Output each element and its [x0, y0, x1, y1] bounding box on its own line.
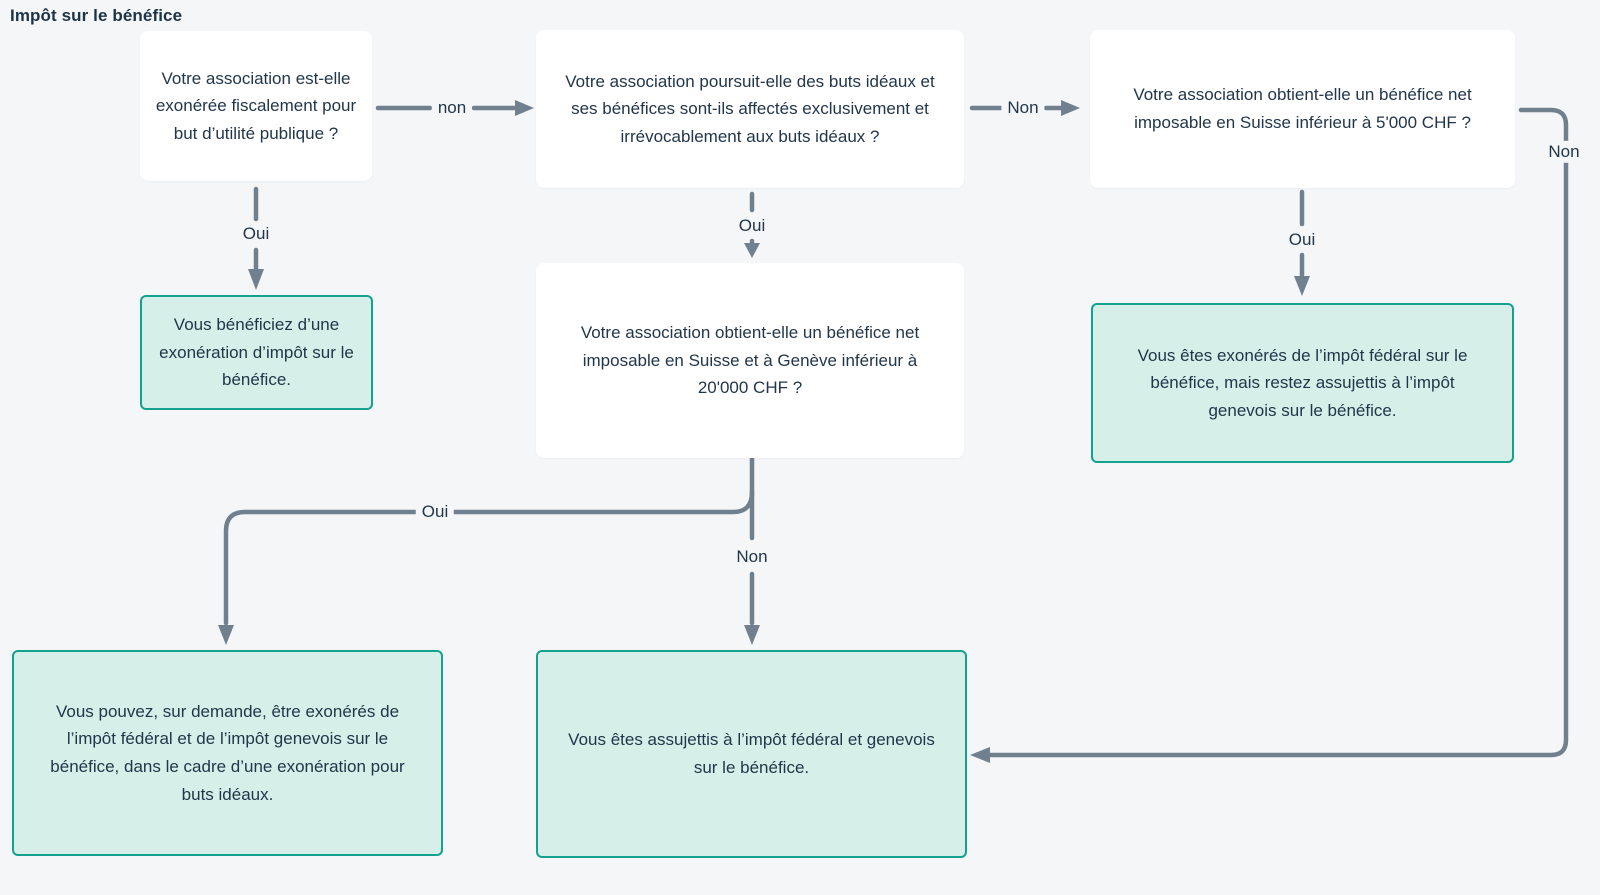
edge-label-oui-q1-r1: Oui [236, 222, 276, 246]
result-box-exonere-federal: Vous êtes exonérés de l’impôt fédéral su… [1091, 303, 1514, 463]
result-text: Vous pouvez, sur demande, être exonérés … [50, 701, 405, 804]
edge-label-non-q3-r4: Non [1542, 140, 1586, 164]
edge-label-non-q2-q3: Non [1001, 96, 1045, 120]
result-text: Vous bénéficiez d’une exonération d’impô… [159, 315, 354, 390]
connector-q1-q2 [375, 100, 534, 116]
question-box-benefice-20000: Votre association obtient-elle un bénéfi… [536, 263, 964, 458]
result-box-exoneration-demande: Vous pouvez, sur demande, être exonérés … [12, 650, 443, 856]
connector-q2-q4 [744, 191, 760, 258]
question-box-benefice-5000: Votre association obtient-elle un bénéfi… [1090, 30, 1515, 188]
connector-q3-r4 [970, 107, 1569, 763]
edge-label-non-q4-r4: Non [730, 545, 774, 569]
question-text: Votre association est-elle exonérée fisc… [155, 68, 357, 143]
edge-label-oui-q2-q4: Oui [732, 214, 772, 238]
question-text: Votre association obtient-elle un bénéfi… [580, 323, 920, 398]
edge-label-oui-q3-r2: Oui [1282, 228, 1322, 252]
edge-label-oui-q4-r3: Oui [415, 500, 455, 524]
result-text: Vous êtes assujettis à l’impôt fédéral e… [568, 730, 935, 777]
question-text: Votre association poursuit-elle des buts… [565, 71, 935, 146]
connector-q2-q3 [969, 100, 1080, 116]
question-box-buts-ideaux: Votre association poursuit-elle des buts… [536, 30, 964, 188]
connector-q3-r2 [1294, 189, 1310, 296]
connector-q1-r1 [248, 186, 264, 290]
result-box-exoneration-impot: Vous bénéficiez d’une exonération d’impô… [140, 295, 373, 410]
edge-label-non-q1-q2: non [431, 96, 473, 120]
question-text: Votre association obtient-elle un bénéfi… [1133, 85, 1472, 132]
result-box-assujettis: Vous êtes assujettis à l’impôt fédéral e… [536, 650, 967, 858]
page-title: Impôt sur le bénéfice [10, 6, 183, 25]
question-box-exoneration-publique: Votre association est-elle exonérée fisc… [140, 31, 372, 181]
connector-q4-r3 [218, 489, 755, 645]
result-text: Vous êtes exonérés de l’impôt fédéral su… [1137, 345, 1468, 420]
